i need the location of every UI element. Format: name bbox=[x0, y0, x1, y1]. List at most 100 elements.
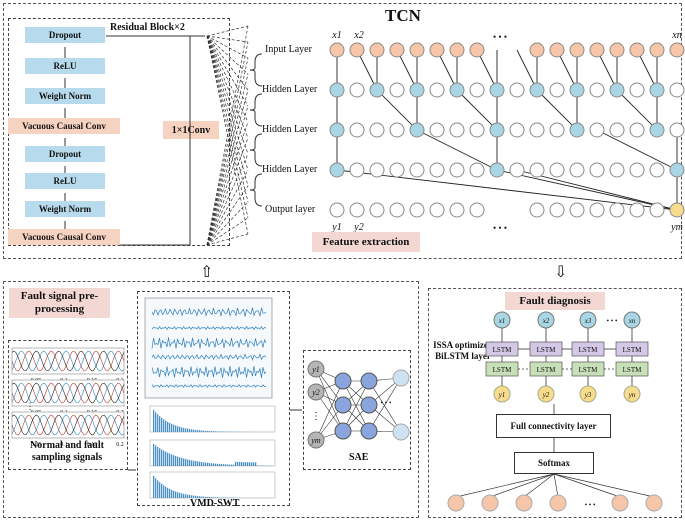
y2-label: y2 bbox=[353, 222, 363, 233]
tcn-node bbox=[549, 162, 565, 178]
sae-hdots: • • • bbox=[381, 399, 392, 407]
lstm-forward-cell bbox=[615, 341, 649, 357]
vmd-spectrum-bar bbox=[189, 429, 191, 432]
vmd-spectrum-bar bbox=[163, 485, 165, 498]
residual-block-4: Vacuous Causal Conv bbox=[8, 118, 120, 134]
bilstm-input-node bbox=[537, 311, 555, 329]
vmd-swt-frame bbox=[137, 291, 290, 506]
vmd-mode-line bbox=[151, 383, 267, 389]
vmd-spectrum-bar bbox=[205, 462, 207, 466]
fan-line bbox=[206, 217, 249, 246]
residual-block-1: Dropout bbox=[25, 27, 105, 43]
residual-block-5: Dropout bbox=[25, 146, 105, 162]
bilstm-output-node bbox=[579, 385, 597, 403]
signal-tick: 0.15 bbox=[87, 442, 98, 448]
sae-input-label: y1 bbox=[311, 365, 320, 374]
vmd-mode-line bbox=[151, 353, 267, 361]
signal-wave bbox=[11, 382, 125, 404]
y1-label: y1 bbox=[331, 222, 341, 233]
class-dots: • • • bbox=[585, 501, 596, 509]
vmd-mode-line bbox=[151, 337, 267, 349]
vmd-spectrum-bar bbox=[187, 459, 189, 466]
tcn-node bbox=[629, 202, 645, 218]
bilstm-output-node bbox=[537, 385, 555, 403]
tcn-node bbox=[449, 82, 465, 98]
tcn-node bbox=[349, 122, 365, 138]
bilstm-output-label: yn bbox=[628, 391, 636, 399]
vmd-spectrum-bar bbox=[163, 450, 165, 466]
signal-tick: 0.1 bbox=[60, 442, 68, 448]
tcn-node bbox=[489, 122, 505, 138]
vmd-spectrum-bar bbox=[243, 462, 245, 466]
vmd-spectrum-bar bbox=[207, 430, 209, 432]
vmd-spectrum-bar bbox=[171, 489, 173, 498]
tcn-node bbox=[569, 202, 585, 218]
tcn-node bbox=[569, 42, 585, 58]
vmd-top-frame bbox=[144, 297, 273, 399]
vmd-spectrum-bar bbox=[187, 428, 189, 432]
vmd-spectrum-bar bbox=[193, 429, 195, 432]
lstm-forward-label: LSTM bbox=[623, 346, 642, 354]
tcn-dots-bottom: • • • bbox=[493, 223, 507, 233]
tcn-node bbox=[649, 42, 665, 58]
ym-label: ym bbox=[670, 222, 683, 233]
tcn-node bbox=[429, 82, 445, 98]
vmd-spectrum-bar bbox=[201, 462, 203, 466]
sae-vdots: ⋮ bbox=[311, 411, 321, 422]
tcn-layer-label-2: Hidden Layer bbox=[262, 84, 318, 95]
vmd-spectrum-bar bbox=[221, 431, 223, 432]
tcn-node bbox=[649, 122, 665, 138]
conv-1x1-label: 1×1Conv bbox=[163, 121, 219, 139]
fan-line bbox=[206, 137, 249, 246]
vmd-spectrum-bar bbox=[169, 488, 171, 498]
fan-line bbox=[206, 35, 249, 91]
sae-input-node bbox=[307, 431, 325, 449]
lstm-forward-label: LSTM bbox=[493, 346, 512, 354]
signal-wave bbox=[11, 414, 125, 436]
tcn-node bbox=[409, 42, 425, 58]
lstm-backward-cell bbox=[615, 361, 649, 377]
vmd-spectrum-bar bbox=[157, 480, 159, 498]
tcn-dots-top: • • • bbox=[493, 32, 507, 42]
vmd-spectrum-bar bbox=[193, 495, 195, 498]
layer-brace bbox=[249, 53, 263, 87]
vmd-spectrum-bar bbox=[169, 422, 171, 432]
fan-line bbox=[206, 35, 249, 219]
tcn-node bbox=[369, 42, 385, 58]
softmax-edge bbox=[553, 473, 655, 498]
vmd-spectrum-bar bbox=[249, 462, 251, 466]
vmd-mode-line bbox=[151, 325, 267, 331]
sae-frame bbox=[303, 350, 411, 470]
vmd-spectrum-bar bbox=[185, 458, 187, 466]
vmd-spectrum-bar bbox=[247, 462, 249, 466]
tcn-node bbox=[629, 162, 645, 178]
tcn-node bbox=[589, 122, 605, 138]
vmd-spectrum-bar bbox=[241, 462, 243, 466]
vmd-spectrum-bar bbox=[201, 430, 203, 432]
tcn-node bbox=[469, 202, 485, 218]
tcn-node bbox=[449, 202, 465, 218]
vmd-spectrum-bar bbox=[209, 431, 211, 432]
vmd-spectrum-bar bbox=[199, 496, 201, 498]
residual-block-label: Residual Block×2 bbox=[110, 22, 185, 33]
tcn-node bbox=[389, 162, 405, 178]
signals-vdots: ⋮ bbox=[26, 401, 35, 411]
lstm-backward-label: LSTM bbox=[537, 366, 556, 374]
tcn-node bbox=[469, 42, 485, 58]
signal-wave bbox=[11, 382, 125, 404]
tcn-edge bbox=[376, 89, 418, 131]
vmd-spectrum-bar bbox=[233, 464, 235, 466]
signal-wave bbox=[11, 382, 125, 404]
class-output-node bbox=[515, 494, 533, 512]
vmd-spectrum-bar bbox=[169, 453, 171, 466]
tcn-edge bbox=[596, 129, 678, 171]
vmd-spectrum-bar bbox=[221, 497, 223, 498]
fan-line bbox=[206, 35, 249, 43]
sae-hidden-node bbox=[334, 396, 352, 414]
lstm-backward-label: LSTM bbox=[623, 366, 642, 374]
softmax-box: Softmax bbox=[514, 452, 594, 474]
tcn-node bbox=[669, 122, 685, 138]
tcn-layer-label-1: Input Layer bbox=[265, 44, 312, 55]
